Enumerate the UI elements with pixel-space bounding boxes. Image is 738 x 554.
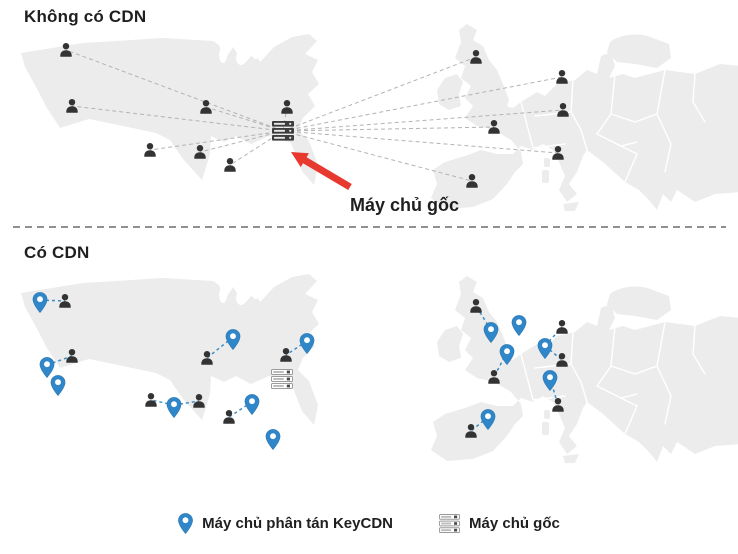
user-icon <box>223 410 234 424</box>
keycdn-pin-icon <box>51 375 65 395</box>
section-title-no-cdn: Không có CDN <box>24 7 146 27</box>
keycdn-pin-icon <box>167 397 181 417</box>
origin-server-icon <box>272 121 294 141</box>
legend: Máy chủ phân tán KeyCDN Máy chủ gốc <box>0 513 738 534</box>
user-icon <box>145 393 156 407</box>
user-icon <box>556 320 567 334</box>
keycdn-pin-icon <box>266 429 280 449</box>
server-icon <box>439 514 460 533</box>
legend-label-origin: Máy chủ gốc <box>469 515 560 532</box>
keycdn-pin-icon <box>245 394 259 414</box>
origin-server-icon <box>272 370 293 389</box>
legend-item-keycdn-server: Máy chủ phân tán KeyCDN <box>178 513 393 534</box>
pin-icon <box>178 513 193 534</box>
keycdn-pin-icon <box>512 315 526 335</box>
legend-label-keycdn: Máy chủ phân tán KeyCDN <box>202 515 393 532</box>
section-title-with-cdn: Có CDN <box>24 243 89 263</box>
keycdn-pin-icon <box>40 357 54 377</box>
map-layer <box>21 24 738 463</box>
origin-server-label: Máy chủ gốc <box>350 195 459 216</box>
user-icon <box>556 70 567 84</box>
legend-item-origin-server: Máy chủ gốc <box>439 514 560 533</box>
user-icon <box>224 158 235 172</box>
origin-pointer-arrow <box>291 152 352 190</box>
